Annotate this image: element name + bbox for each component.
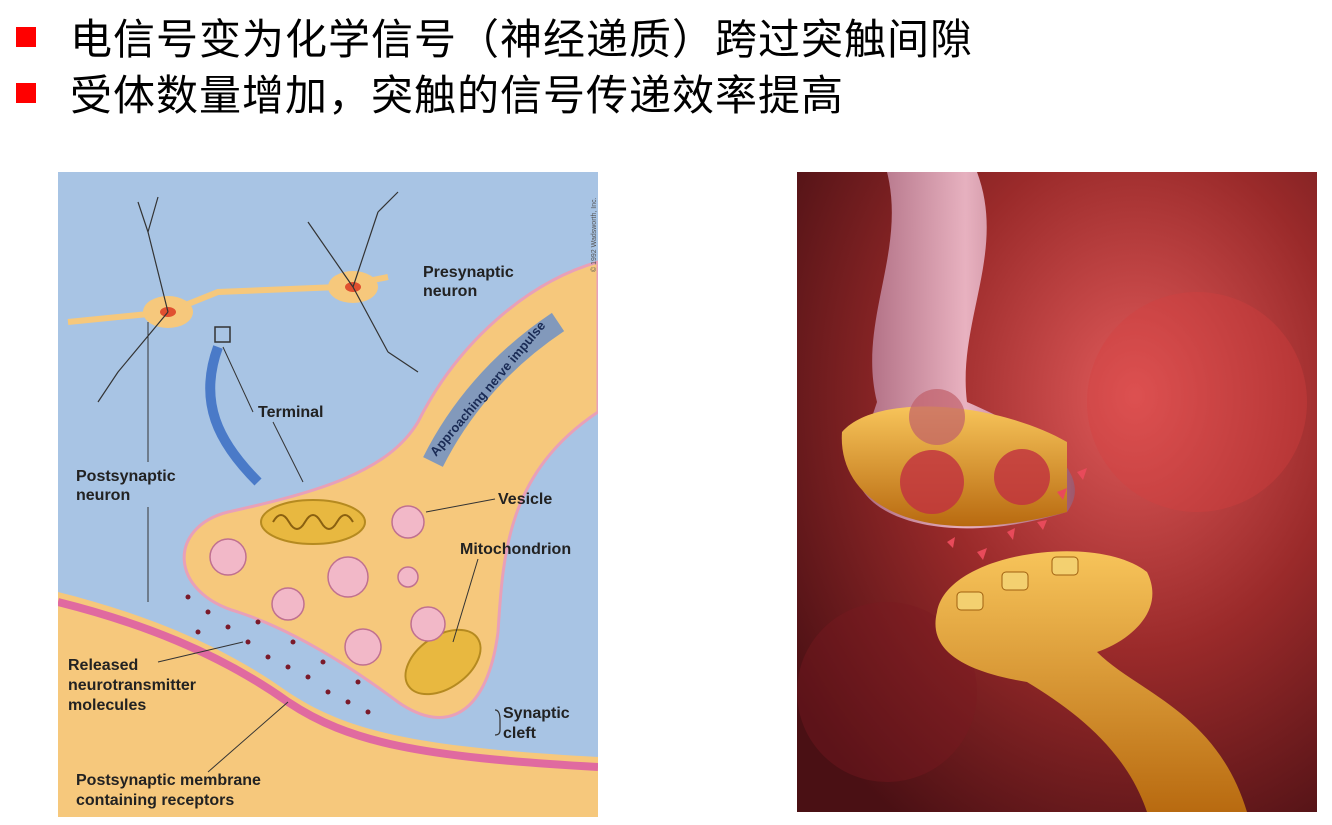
- postsynaptic-dendrite: [935, 551, 1247, 812]
- vesicle-icon: [994, 449, 1050, 505]
- bullet-square-icon: [16, 82, 36, 103]
- terminal-label: Terminal: [258, 404, 324, 421]
- presynaptic-label-2: neuron: [423, 283, 477, 300]
- membrane-label-2: containing receptors: [76, 792, 234, 809]
- mitochondrion-shape: [260, 499, 366, 545]
- bullet-line-1: 电信号变为化学信号（神经递质）跨过突触间隙: [16, 6, 973, 67]
- mitochondrion-label: Mitochondrion: [460, 541, 571, 558]
- vesicle-icon: [900, 450, 964, 514]
- synapse-diagram: Approaching nerve impulse © 1992 Wadswor…: [58, 172, 598, 817]
- released-label-3: molecules: [68, 697, 146, 714]
- receptor-icons: [956, 556, 1079, 611]
- neurotransmitter-dots: [185, 594, 371, 715]
- bullet-text: 电信号变为化学信号（神经递质）跨过突触间隙: [70, 15, 974, 64]
- vesicle-icon: [909, 389, 965, 445]
- synapse-illustration: [797, 172, 1317, 812]
- postsynaptic-label-2: neuron: [76, 487, 130, 504]
- bullet-text: 受体数量增加，突触的信号传递效率提高: [70, 71, 845, 120]
- dendrites: [97, 191, 419, 403]
- vesicles: [209, 505, 446, 666]
- blue-arrow-icon: [205, 345, 262, 486]
- membrane-label-1: Postsynaptic membrane: [76, 772, 261, 789]
- released-label-1: Released: [68, 657, 138, 674]
- bullet-line-2: 受体数量增加，突触的信号传递效率提高: [16, 62, 844, 123]
- bullet-square-icon: [16, 26, 36, 47]
- released-label-2: neurotransmitter: [68, 677, 196, 694]
- presynaptic-label-1: Presynaptic: [423, 264, 514, 281]
- postsynaptic-label-1: Postsynaptic: [76, 468, 176, 485]
- vesicle-label: Vesicle: [498, 491, 552, 508]
- approaching-arrow-icon: [423, 312, 565, 467]
- synaptic-cleft-label-2: cleft: [503, 725, 537, 742]
- copyright-label: © 1992 Wadsworth, Inc.: [590, 197, 598, 272]
- postsynaptic-membrane: [58, 598, 598, 771]
- synaptic-cleft-label-1: Synaptic: [503, 705, 570, 722]
